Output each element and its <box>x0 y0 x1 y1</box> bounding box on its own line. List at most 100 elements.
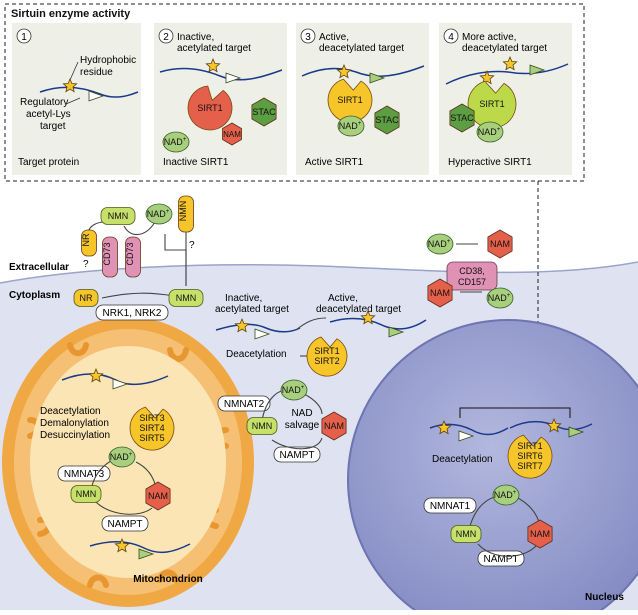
panel-3-nad-sup: + <box>358 121 362 127</box>
panel-1-number: 1 <box>21 32 27 43</box>
nuc-star-2 <box>546 417 562 433</box>
nr-cytoplasm: NR <box>73 289 99 307</box>
nam-nuc-label: NAM <box>530 529 550 539</box>
panel-3-sirt1: SIRT1 <box>327 78 373 123</box>
nuc-sirt1-6-7-label-1: SIRT1 <box>517 441 542 451</box>
cyto-star-inactive <box>234 317 250 333</box>
mito-triangle-bottom <box>138 548 155 560</box>
nuc-sirt1-6-7-shape <box>507 434 553 479</box>
cd73-right: CD73 <box>125 236 141 278</box>
panel-1-hydrophobic-label: Hydrophobic <box>80 55 136 66</box>
nmn-extracellular: NMN <box>100 207 136 225</box>
arrow-nad-to-nmn-top <box>123 221 156 236</box>
panel-4-acetyl-triangle <box>529 64 546 76</box>
panel-1-caption: Target protein <box>18 157 79 168</box>
nr-extracellular-shape <box>81 229 97 257</box>
panel-4-title-1: More active, <box>462 32 516 43</box>
panel-4-stac: STAC <box>449 103 475 133</box>
panel-3-star <box>336 63 352 79</box>
cyto-active-label-1: Active, <box>328 293 358 304</box>
nad-nuc-shape <box>492 484 520 506</box>
nad-extracellular: NAD+ <box>145 203 173 225</box>
panel-3-sirt1-shape <box>327 78 373 123</box>
cyto-sirt1-sirt2-shape <box>306 336 348 377</box>
nad-mito-sup: + <box>129 452 133 458</box>
panel-2-sirt1-label-1: SIRT1 <box>197 103 222 113</box>
panel-3-stac-label: STAC <box>375 115 399 125</box>
arrow-nam-to-nmn-nuc <box>477 543 537 557</box>
cd38-label-2: CD157 <box>458 277 486 287</box>
panel-3-stac: STAC <box>374 105 400 135</box>
nuc-sirt1-6-7-label-3: SIRT7 <box>517 461 542 471</box>
nad-cd38-top-shape <box>426 233 454 255</box>
panel-4-star <box>502 55 518 71</box>
cyto-inactive-strand <box>215 323 301 333</box>
nad-cd38-top-sup: + <box>447 239 451 245</box>
nad-nuc-label: NAD+ <box>494 490 517 500</box>
panel-1-protein-strand <box>39 86 139 98</box>
nad-salvage-label-2: salvage <box>285 420 320 431</box>
panel-1-residue-label: residue <box>80 67 113 78</box>
nmnat3-pill <box>57 465 111 482</box>
panel-1-star <box>62 77 78 93</box>
nmn-mito: NMN <box>70 485 102 503</box>
nad-cd38-top-label: NAD+ <box>428 239 451 249</box>
panel-1-number-badge <box>16 28 32 44</box>
panel-4-sirt1: SIRT1 <box>467 80 517 129</box>
cyto-inactive-label-1: Inactive, <box>225 293 262 304</box>
cyto-inactive-label-2: acetylated target <box>215 304 289 315</box>
panel-4: 4 More active, deacetylated target Hyper… <box>439 23 572 175</box>
nmn-cyto: NMN <box>246 417 278 435</box>
cyto-sirt1-sirt2-label-2: SIRT2 <box>314 356 339 366</box>
mito-deacetylation: Deacetylation <box>40 406 101 417</box>
nad-cyto: NAD+ <box>280 379 308 401</box>
nmn-mito-shape <box>70 485 102 503</box>
arrow-cyto-target-activation <box>295 317 327 331</box>
panel-3-acetyl-triangle <box>369 72 386 84</box>
nam-mito-shape <box>145 481 171 511</box>
panel-4-number: 4 <box>448 32 454 43</box>
panel-2-protein-strand <box>159 67 283 81</box>
cd73-left: CD73 <box>102 236 118 278</box>
extracellular-label: Extracellular <box>9 262 69 273</box>
arrow-nam-to-nmn-mito <box>95 501 153 515</box>
cyto-deacetylation-label: Deacetylation <box>226 349 287 360</box>
mito-sirt3-5-label-1: SIRT3 <box>139 413 164 423</box>
nad-cd38-top: NAD+ <box>426 233 454 255</box>
nmn-extracellular-vertical: NMN <box>178 195 194 233</box>
cd73-right-shape <box>125 236 141 278</box>
cyto-sirt1-sirt2-label-1: SIRT1 <box>314 346 339 356</box>
cyto-star-active <box>360 309 376 325</box>
panel-1-box <box>12 23 141 175</box>
panel-4-nad-shape <box>476 121 504 143</box>
mitochondrion-label: Mitochondrion <box>133 574 202 585</box>
panel-4-caption: Hyperactive SIRT1 <box>448 157 532 168</box>
panel-3-number: 3 <box>305 32 311 43</box>
nampt-label-nuc: NAMPT <box>484 554 519 565</box>
panel-1-regulatory-label: Regulatory <box>20 97 68 108</box>
nmn-nuc-label: NMN <box>456 529 477 539</box>
panel-2-nam-label: NAM <box>223 130 241 139</box>
nmn-nuc-shape <box>450 525 482 543</box>
arrow-nr-to-nmn-cyto <box>101 292 175 299</box>
panel-3-stac-shape <box>374 105 400 135</box>
nam-cd38-bottom-shape <box>427 278 453 308</box>
nad-mito: NAD+ <box>108 446 136 468</box>
panel-1-target-label: target <box>40 121 66 132</box>
mito-sirt3-5-label-3: SIRT5 <box>139 433 164 443</box>
nam-mito-label: NAM <box>148 491 168 501</box>
cyto-active-label-2: deacetylated target <box>316 304 401 315</box>
panel-3: 3 Active, deacetylated target Active SIR… <box>296 23 429 175</box>
panel-4-nad-sup: + <box>497 127 501 133</box>
nuc-star-1 <box>436 419 452 435</box>
nmnat1-pill <box>423 497 477 514</box>
question-mark-nmn: ? <box>189 240 195 251</box>
panel-3-caption: Active SIRT1 <box>305 157 364 168</box>
nad-extracellular-label: NAD+ <box>147 209 170 219</box>
panel-3-nad: NAD+ <box>337 115 365 137</box>
nmnat1-label: NMNAT1 <box>430 501 471 512</box>
nmn-extracellular-label: NMN <box>108 211 129 221</box>
nmnat2-pill <box>217 395 271 412</box>
